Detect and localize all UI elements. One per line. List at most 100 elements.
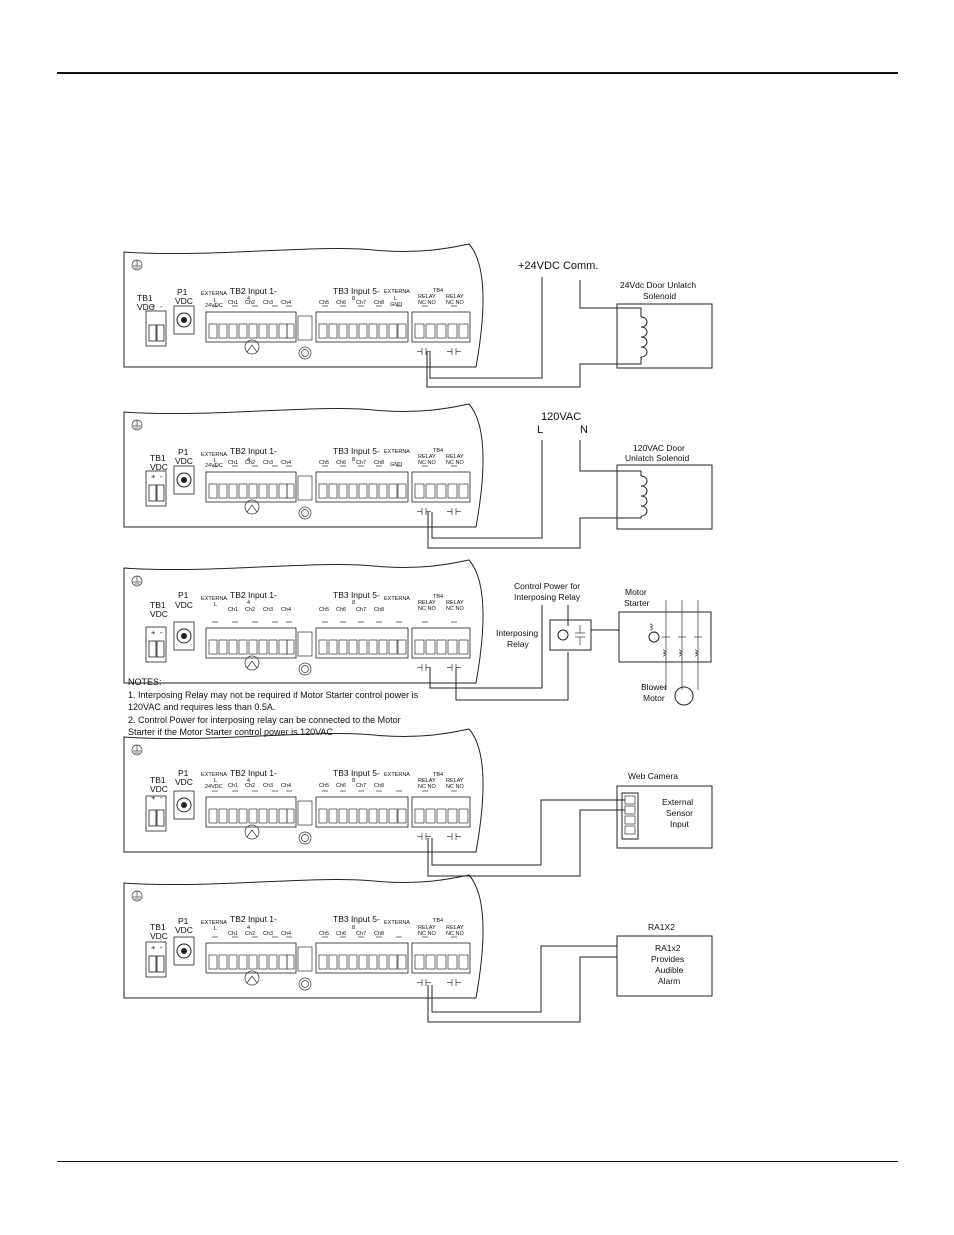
p1-vdc-label: VDC bbox=[175, 296, 193, 306]
tb3-digit: 8 bbox=[352, 600, 355, 606]
alarm-label-1: RA1x2 bbox=[655, 943, 681, 953]
relay1-label: RELAY bbox=[418, 600, 436, 606]
vdc-label: VDC bbox=[150, 462, 168, 472]
ch3-label: Ch3 bbox=[263, 931, 273, 937]
ch6-label: Ch6 bbox=[336, 931, 346, 937]
neutral-label: N bbox=[580, 424, 588, 436]
board-labels-1: TB1 VDC P1 VDC EXTERNA L 24VDC TB2 Input… bbox=[137, 286, 464, 312]
note-line-4: Starter if the Motor Starter control pow… bbox=[128, 727, 333, 737]
wiring-3 bbox=[429, 605, 619, 701]
ch3-label: Ch3 bbox=[263, 460, 273, 466]
p1-label: P1 bbox=[178, 447, 189, 457]
p1-label: P1 bbox=[177, 287, 188, 297]
ch3-label: Ch3 bbox=[263, 607, 273, 613]
sensor-terminal-block bbox=[621, 792, 639, 840]
motor-starter-contacts bbox=[662, 600, 702, 690]
externa-label: EXTERNA bbox=[201, 291, 227, 297]
ch3-label: Ch3 bbox=[263, 783, 273, 789]
motor-starter-box bbox=[618, 611, 712, 663]
vdc-label: VDC bbox=[137, 302, 155, 312]
relay1-label: RELAY bbox=[418, 294, 436, 300]
externa-label: EXTERNA bbox=[201, 920, 227, 926]
ra1x2-title: RA1X2 bbox=[648, 922, 675, 932]
solenoid-120-label-2: Unlatch Solenoid bbox=[625, 453, 690, 463]
blower-motor-symbol bbox=[674, 686, 694, 706]
tb1-plus: + bbox=[151, 943, 156, 952]
external-label: External bbox=[662, 797, 693, 807]
ch2-label: Ch2 bbox=[245, 460, 255, 466]
p1-label: P1 bbox=[178, 916, 189, 926]
externa-b-label: EXTERNA bbox=[384, 920, 410, 926]
ch1-label: Ch1 bbox=[228, 783, 238, 789]
ch4-label: Ch4 bbox=[281, 931, 291, 937]
relay1-ncno: NC NO bbox=[418, 300, 436, 306]
relay2-label: RELAY bbox=[446, 600, 464, 606]
ch7-label: Ch7 bbox=[356, 607, 366, 613]
board-labels-2: TB1 VDC P1 VDC EXTERNA L 24VDC TB2 Input… bbox=[150, 446, 464, 481]
l-label: L bbox=[214, 298, 217, 304]
vdc-label: VDC bbox=[150, 784, 168, 794]
tb2-digit: 4 bbox=[247, 296, 250, 302]
tb1-label: TB1 bbox=[150, 775, 166, 785]
ch4-label: Ch4 bbox=[281, 607, 291, 613]
gnd-label: GND bbox=[390, 462, 402, 468]
v24-label: 24VDC bbox=[205, 303, 223, 309]
tb1-minus: - bbox=[160, 793, 163, 802]
board-labels-5: TB1 VDC P1 VDC EXTERNA L TB2 Input 1- 4 … bbox=[150, 914, 464, 952]
relay2-ncno: NC NO bbox=[446, 784, 464, 790]
relay2-ncno: NC NO bbox=[446, 300, 464, 306]
supply-120vac-label: 120VAC bbox=[541, 411, 581, 423]
solenoid-120-coil bbox=[640, 475, 648, 517]
ch1-label: Ch1 bbox=[228, 607, 238, 613]
tb1-label: TB1 bbox=[150, 600, 166, 610]
bottom-rule bbox=[57, 1161, 898, 1162]
tb1-plus: + bbox=[151, 472, 156, 481]
tb3-label: TB3 Input 5- bbox=[333, 768, 380, 778]
alarm-label-4: Alarm bbox=[658, 976, 680, 986]
ch6-label: Ch6 bbox=[336, 300, 346, 306]
externa-label: EXTERNA bbox=[201, 452, 227, 458]
ch1-label: Ch1 bbox=[228, 460, 238, 466]
panel-5-alarm: TB1 VDC P1 VDC EXTERNA L TB2 Input 1- 4 … bbox=[123, 874, 713, 1023]
l-label: L bbox=[214, 458, 217, 464]
ch7-label: Ch7 bbox=[356, 783, 366, 789]
solenoid-120-box bbox=[616, 464, 713, 530]
tb3-label: TB3 Input 5- bbox=[333, 446, 380, 456]
ch6-label: Ch6 bbox=[336, 607, 346, 613]
control-power-label-1: Control Power for bbox=[514, 581, 580, 591]
solenoid-24-coil bbox=[640, 316, 648, 358]
panel-4-web-camera: TB1 VDC P1 VDC EXTERNA L 24VDC TB2 Input… bbox=[123, 728, 713, 877]
relay2-ncno: NC NO bbox=[446, 460, 464, 466]
solenoid-24-label-2: Solenoid bbox=[643, 291, 676, 301]
tb2-digit: 4 bbox=[247, 600, 250, 606]
solenoid-24-box bbox=[616, 303, 713, 369]
notes-block: NOTES: 1. Interposing Relay may not be r… bbox=[128, 676, 468, 739]
tb4-label: TB4 bbox=[433, 288, 443, 294]
tb1-label: TB1 bbox=[150, 922, 166, 932]
sensor-terminal-slots bbox=[624, 795, 636, 835]
tb4-label: TB4 bbox=[433, 772, 443, 778]
tb2-label: TB2 Input 1- bbox=[230, 286, 277, 296]
relay1-ncno: NC NO bbox=[418, 784, 436, 790]
tb2-digit: 4 bbox=[247, 457, 250, 463]
motor-starter-coil bbox=[648, 631, 660, 643]
ch4-label: Ch4 bbox=[281, 300, 291, 306]
control-power-label-2: Interposing Relay bbox=[514, 592, 581, 602]
tb3-label: TB3 Input 5- bbox=[333, 914, 380, 924]
tb1-plus: + bbox=[151, 628, 156, 637]
wiring-1 bbox=[426, 277, 642, 388]
relay1-ncno: NC NO bbox=[418, 931, 436, 937]
ch8-label: Ch8 bbox=[374, 783, 384, 789]
tb2-label: TB2 Input 1- bbox=[230, 590, 277, 600]
interposing-label-2: Relay bbox=[507, 639, 529, 649]
externa-b-label: EXTERNA bbox=[384, 772, 410, 778]
web-camera-box bbox=[616, 785, 713, 849]
p1-label: P1 bbox=[178, 590, 189, 600]
ch1-label: Ch1 bbox=[228, 931, 238, 937]
tb1-minus: - bbox=[160, 943, 163, 952]
ch7-label: Ch7 bbox=[356, 931, 366, 937]
tb1-minus: - bbox=[160, 628, 163, 637]
tb2-label: TB2 Input 1- bbox=[230, 914, 277, 924]
externa-label: EXTERNA bbox=[201, 596, 227, 602]
